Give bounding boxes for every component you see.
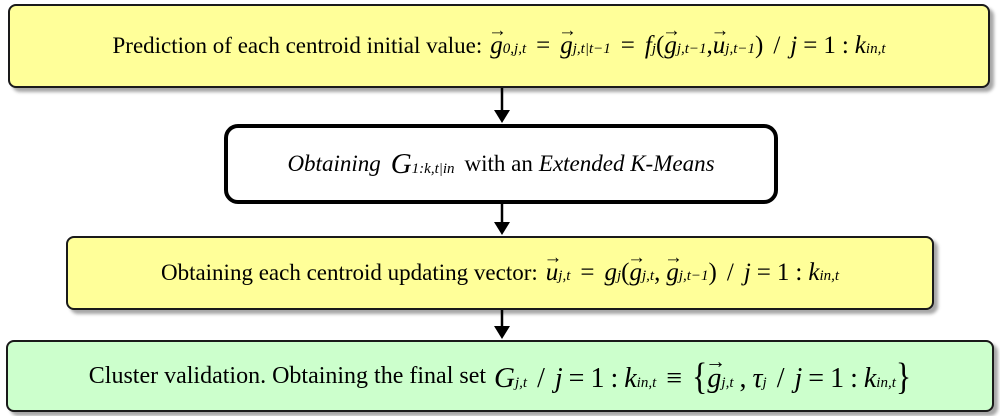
step-validation-box: Cluster validation. Obtaining the final … [6, 340, 994, 412]
step-validation-formula: Gj,t / j=1:kin,t ≡ {gj,t,τj / j=1:kin,t} [494, 354, 911, 397]
arrow-down-icon [494, 204, 510, 235]
step-kmeans-label-2: Extended K-Means [538, 151, 715, 176]
arrow-down-icon [494, 88, 510, 123]
step-kmeans-label-1: Obtaining [287, 151, 381, 176]
step-update-formula: uj,t = gj(gj,t,gj,t−1) / j=1:kin,t [546, 259, 839, 287]
step-prediction-formula: g0,j,t = gj,t|t−1 = fj(gj,t−1,uj,t−1) / … [490, 32, 885, 60]
step-update-box: Obtaining each centroid updating vector:… [66, 236, 934, 310]
step-update-label: Obtaining each centroid updating vector: [160, 260, 538, 285]
step-prediction-label: Prediction of each centroid initial valu… [112, 33, 483, 58]
step-validation-label: Cluster validation. Obtaining the final … [88, 362, 487, 389]
step-kmeans-label-mid: with an [464, 151, 533, 176]
arrow-down-icon [494, 310, 510, 339]
step-prediction-box: Prediction of each centroid initial valu… [8, 4, 990, 88]
